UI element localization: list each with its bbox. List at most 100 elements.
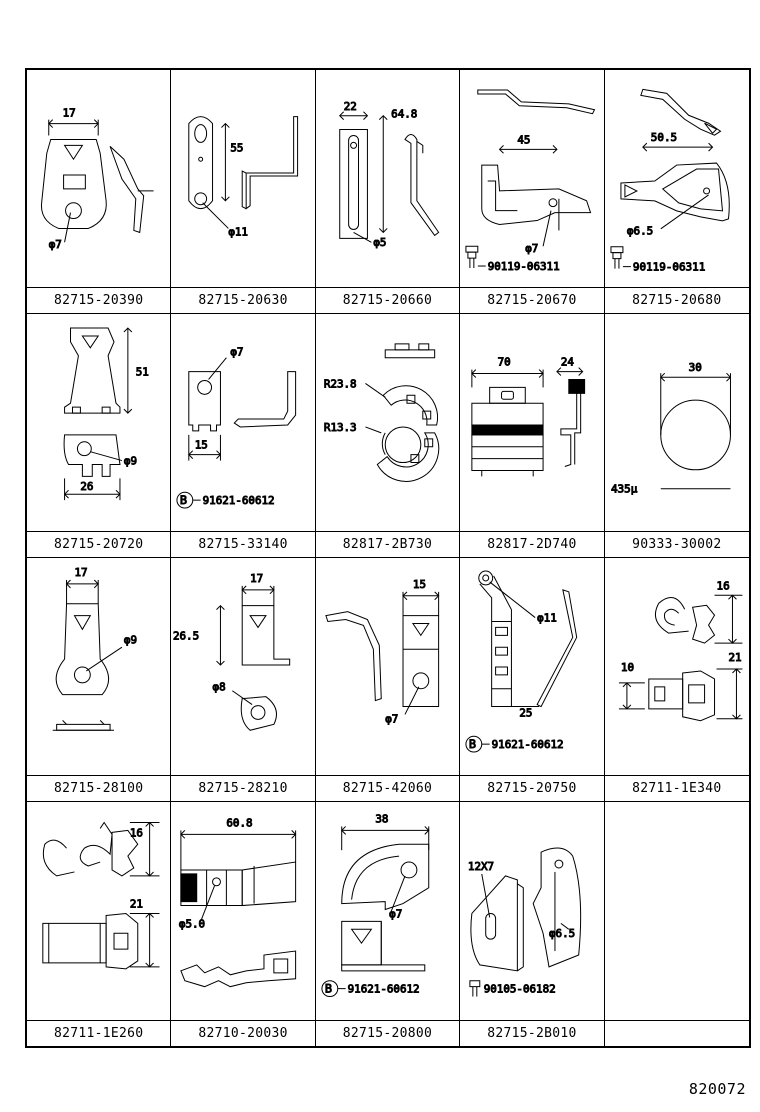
callout-label: φ7 <box>385 712 398 725</box>
part-number-label: 82817-2B730 <box>315 531 460 557</box>
bolt-part-label: 91621-60612 <box>203 494 275 507</box>
dimension-label: 12X7 <box>468 860 494 873</box>
dimension-label: 10 <box>621 661 634 674</box>
part-cell: 30 435μ 90333-30002 <box>604 314 749 558</box>
part-drawing: 55 φ11 <box>171 70 314 287</box>
part-drawing <box>605 802 749 1020</box>
dimension-label: 50.5 <box>650 131 676 144</box>
part-number-label <box>604 1020 749 1046</box>
callout-label: φ7 <box>389 907 402 920</box>
part-drawing: 51 φ9 26 <box>27 314 170 531</box>
part-cell: 16 21 10 82711-1E340 <box>604 558 749 802</box>
dimension-label: 21 <box>130 898 143 911</box>
part-number-label: 82715-20630 <box>171 287 315 313</box>
part-number-label: 82715-20390 <box>27 287 171 313</box>
part-drawing: 22 64.8 φ5 <box>316 70 459 287</box>
thickness-label: 435μ <box>611 483 638 496</box>
part-drawing: 15 φ7 <box>316 558 459 775</box>
part-number-label: 82715-20750 <box>460 775 604 801</box>
part-drawing: φ7 15 B 91621-60612 <box>171 314 314 531</box>
part-number-label: 82715-28210 <box>171 775 315 801</box>
part-cell: 17 φ7 82715-20390 <box>27 70 172 314</box>
dimension-label: 26 <box>80 480 93 493</box>
callout-label: φ11 <box>229 225 249 238</box>
part-cell: 17 φ9 82715-28100 <box>27 558 172 802</box>
part-number-label: 82715-33140 <box>171 531 315 557</box>
callout-label: φ6.5 <box>627 225 653 238</box>
part-number-label: 82715-20720 <box>27 531 171 557</box>
part-cell: 70 24 82817-2D740 <box>460 314 605 558</box>
dimension-label: 70 <box>498 356 511 369</box>
dimension-label: 38 <box>375 812 388 825</box>
callout-label: φ7 <box>231 346 244 359</box>
dimension-label: 24 <box>561 356 575 369</box>
bolt-badge: B <box>180 493 187 507</box>
part-drawing: 30 435μ <box>605 314 749 531</box>
part-cell: 60.8 φ5.0 82710-20030 <box>171 802 316 1046</box>
dimension-label: 17 <box>63 107 76 120</box>
dimension-label: 60.8 <box>227 816 253 829</box>
dimension-label: 45 <box>518 133 531 146</box>
bolt-part-label: 91621-60612 <box>492 738 564 751</box>
callout-label: φ6.5 <box>549 927 575 940</box>
part-drawing: R23.8 R13.3 <box>316 314 459 531</box>
callout-label: φ11 <box>537 612 557 625</box>
part-drawing: 16 21 10 <box>605 558 749 775</box>
part-number-label: 82817-2D740 <box>460 531 604 557</box>
part-drawing: 17 26.5 φ8 <box>171 558 314 775</box>
bolt-badge: B <box>325 982 332 996</box>
part-drawing: 50.5 φ6.5 90119-06311 <box>605 70 749 287</box>
part-drawing: 17 φ9 <box>27 558 170 775</box>
part-drawing: 45 φ7 90119-06311 <box>460 70 603 287</box>
part-cell: R23.8 R13.3 82817-2B730 <box>315 314 461 558</box>
part-number-label: 82715-20670 <box>460 287 604 313</box>
part-drawing: 38 φ7 B 91621-60612 <box>316 802 459 1020</box>
part-cell: φ11 25 B 91621-60612 82715-20750 <box>460 558 605 802</box>
parts-grid: 17 φ7 82715-20390 55 <box>25 68 751 1048</box>
part-cell: 55 φ11 82715-20630 <box>171 70 316 314</box>
dimension-label: 26.5 <box>173 629 199 642</box>
bolt-part-label: 91621-60612 <box>347 983 419 996</box>
dimension-label: 15 <box>195 439 208 452</box>
callout-label: φ5.0 <box>179 917 205 930</box>
part-number-label: 82710-20030 <box>171 1020 315 1046</box>
dimension-label: 16 <box>716 579 729 592</box>
bolt-badge: B <box>469 737 476 751</box>
part-number-label: 82715-42060 <box>315 775 460 801</box>
part-number-label: 82711-1E260 <box>27 1020 171 1046</box>
empty-cell <box>604 802 749 1046</box>
part-cell: 15 φ7 82715-42060 <box>315 558 461 802</box>
part-number-label: 82715-28100 <box>27 775 171 801</box>
callout-label: φ9 <box>124 633 137 646</box>
callout-label: φ7 <box>525 242 538 255</box>
dimension-label: 30 <box>688 361 701 374</box>
part-number-label: 82715-2B010 <box>460 1020 604 1046</box>
callout-label: φ8 <box>213 681 226 694</box>
dimension-label: 25 <box>520 706 533 719</box>
part-number-label: 82715-20660 <box>315 287 460 313</box>
callout-label: φ7 <box>49 238 62 251</box>
part-cell: 22 64.8 φ5 82715-20660 <box>315 70 461 314</box>
part-number-label: 82711-1E340 <box>604 775 749 801</box>
part-cell: 12X7 φ6.5 90105-06182 82715-2B010 <box>460 802 605 1046</box>
part-drawing: 17 φ7 <box>27 70 170 287</box>
dimension-label: 16 <box>130 826 143 839</box>
dimension-label: 55 <box>231 141 244 154</box>
part-cell: 16 21 82711-1E260 <box>27 802 172 1046</box>
part-cell: 45 φ7 90119-06311 82715-20670 <box>460 70 605 314</box>
part-drawing: 60.8 φ5.0 <box>171 802 314 1020</box>
dimension-label: 51 <box>136 366 149 379</box>
dimension-label: 64.8 <box>391 108 417 121</box>
dimension-label: 22 <box>343 100 356 113</box>
bolt-part-label: 90119-06311 <box>632 261 704 274</box>
dimension-label: 17 <box>251 572 264 585</box>
callout-label: φ5 <box>373 236 386 249</box>
part-number-label: 82715-20680 <box>604 287 749 313</box>
part-number-label: 90333-30002 <box>604 531 749 557</box>
bolt-part-label: 90119-06311 <box>488 260 560 273</box>
part-cell: 17 26.5 φ8 82715-28210 <box>171 558 316 802</box>
dimension-label: 15 <box>413 578 426 591</box>
part-cell: 51 φ9 26 82715-20720 <box>27 314 172 558</box>
dimension-label: R23.8 <box>324 377 357 390</box>
bolt-part-label: 90105-06182 <box>484 983 556 996</box>
